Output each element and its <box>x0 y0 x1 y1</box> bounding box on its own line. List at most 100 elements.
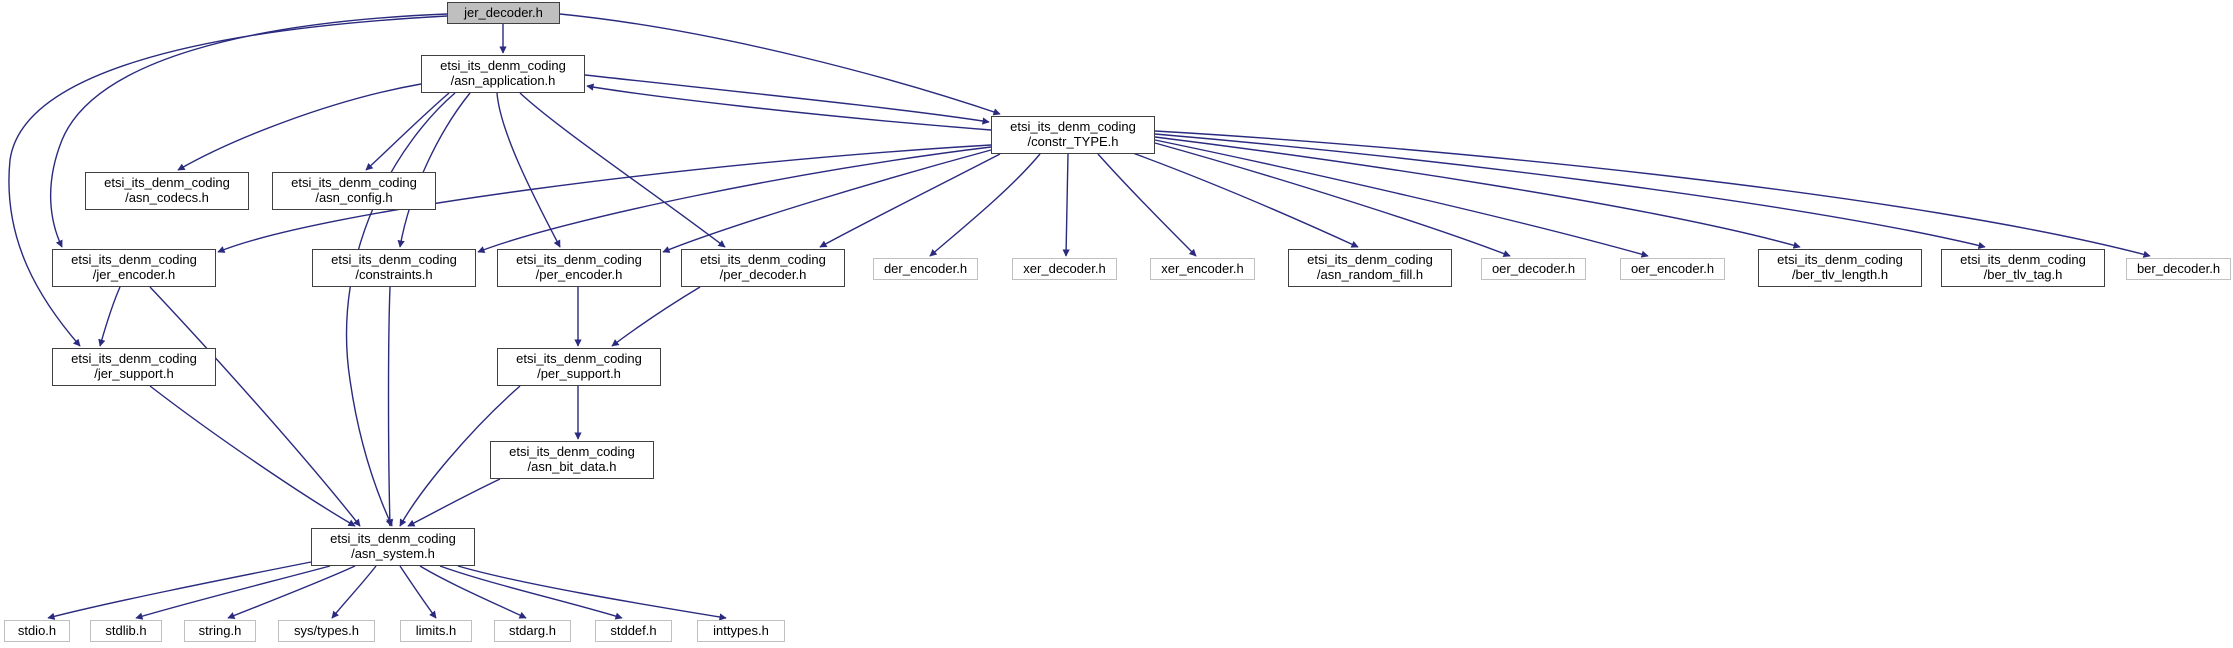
graph-edge <box>399 385 521 527</box>
graph-edge <box>662 149 992 253</box>
graph-node-label: stdarg.h <box>509 622 556 638</box>
graph-node-asn_system[interactable]: etsi_its_denm_coding /asn_system.h <box>311 528 475 566</box>
graph-edge <box>227 565 356 619</box>
graph-node-label: etsi_its_denm_coding /asn_bit_data.h <box>509 444 635 474</box>
graph-edge <box>419 565 527 619</box>
graph-node-label: etsi_its_denm_coding /jer_encoder.h <box>71 252 197 282</box>
graph-node-oer_encoder[interactable]: oer_encoder.h <box>1620 258 1725 280</box>
graph-edge <box>559 13 1001 116</box>
graph-edge <box>457 565 727 621</box>
graph-node-label: inttypes.h <box>713 622 769 638</box>
graph-node-label: etsi_its_denm_coding /constraints.h <box>331 252 457 282</box>
graph-edge <box>399 565 437 619</box>
graph-edge <box>611 286 701 347</box>
graph-edge <box>519 92 726 248</box>
graph-node-label: oer_encoder.h <box>1630 260 1715 276</box>
graph-node-jer_decoder[interactable]: jer_decoder.h <box>447 2 560 24</box>
graph-edge <box>439 565 623 620</box>
graph-node-oer_decoder[interactable]: oer_decoder.h <box>1481 258 1586 280</box>
graph-node-label: jer_decoder.h <box>464 4 543 20</box>
graph-node-limits[interactable]: limits.h <box>400 620 472 642</box>
graph-node-label: etsi_its_denm_coding /ber_tlv_tag.h <box>1960 252 2086 282</box>
graph-node-string[interactable]: string.h <box>184 620 256 642</box>
graph-edge <box>1129 151 1359 248</box>
graph-node-label: etsi_its_denm_coding /per_encoder.h <box>516 252 642 282</box>
graph-node-asn_codecs[interactable]: etsi_its_denm_coding /asn_codecs.h <box>85 172 249 210</box>
graph-node-systypes[interactable]: sys/types.h <box>278 620 375 642</box>
graph-edge <box>407 478 501 527</box>
graph-edge <box>496 92 561 248</box>
graph-node-label: stdlib.h <box>105 622 147 638</box>
graph-edge <box>8 15 448 347</box>
graph-node-label: stdio.h <box>17 622 57 638</box>
graph-node-jer_encoder[interactable]: etsi_its_denm_coding /jer_encoder.h <box>52 249 216 287</box>
graph-node-label: etsi_its_denm_coding /asn_application.h <box>440 58 566 88</box>
graph-edge <box>1154 133 1986 250</box>
graph-edge <box>149 286 361 527</box>
graph-edge <box>386 286 394 527</box>
graph-node-der_encoder[interactable]: der_encoder.h <box>873 258 978 280</box>
graph-node-asn_bit_data[interactable]: etsi_its_denm_coding /asn_bit_data.h <box>490 441 654 479</box>
graph-node-stdarg[interactable]: stdarg.h <box>494 620 571 642</box>
graph-edge <box>47 561 312 620</box>
graph-edge <box>929 153 1041 257</box>
graph-edge <box>1154 136 1801 249</box>
graph-edge <box>331 565 377 619</box>
graph-node-label: etsi_its_denm_coding /per_support.h <box>516 351 642 381</box>
graph-node-label: oer_decoder.h <box>1491 260 1576 276</box>
graph-node-label: sys/types.h <box>293 622 360 638</box>
graph-node-asn_config[interactable]: etsi_its_denm_coding /asn_config.h <box>272 172 436 210</box>
graph-node-label: etsi_its_denm_coding /asn_random_fill.h <box>1307 252 1433 282</box>
graph-node-label: etsi_its_denm_coding /per_decoder.h <box>700 252 826 282</box>
graph-edge <box>345 92 456 527</box>
graph-edge <box>135 565 331 620</box>
graph-edge <box>586 83 992 131</box>
graph-edge <box>1062 153 1070 257</box>
graph-node-label: string.h <box>198 622 242 638</box>
graph-node-per_support[interactable]: etsi_its_denm_coding /per_support.h <box>497 348 661 386</box>
graph-node-label: etsi_its_denm_coding /ber_tlv_length.h <box>1777 252 1903 282</box>
graph-edge <box>1154 139 1649 258</box>
graph-node-constraints[interactable]: etsi_its_denm_coding /constraints.h <box>312 249 476 287</box>
graph-node-constr_TYPE[interactable]: etsi_its_denm_coding /constr_TYPE.h <box>991 116 1155 154</box>
graph-node-label: etsi_its_denm_coding /asn_system.h <box>330 531 456 561</box>
graph-node-label: etsi_its_denm_coding /jer_support.h <box>71 351 197 381</box>
graph-edge <box>1154 142 1511 258</box>
graph-edge <box>49 13 448 248</box>
graph-edge <box>98 286 121 347</box>
graph-node-label: der_encoder.h <box>883 260 968 276</box>
graph-node-label: etsi_its_denm_coding /constr_TYPE.h <box>1010 119 1136 149</box>
graph-node-asn_application[interactable]: etsi_its_denm_coding /asn_application.h <box>421 55 585 93</box>
graph-edge <box>584 74 990 125</box>
graph-edge <box>477 146 992 254</box>
graph-edge <box>365 92 450 171</box>
graph-node-stddef[interactable]: stddef.h <box>595 620 672 642</box>
graph-node-label: limits.h <box>415 622 457 638</box>
graph-node-ber_decoder[interactable]: ber_decoder.h <box>2126 258 2231 280</box>
graph-node-per_decoder[interactable]: etsi_its_denm_coding /per_decoder.h <box>681 249 845 287</box>
graph-node-stdlib[interactable]: stdlib.h <box>90 620 162 642</box>
graph-node-xer_encoder[interactable]: xer_encoder.h <box>1150 258 1255 280</box>
graph-node-jer_support[interactable]: etsi_its_denm_coding /jer_support.h <box>52 348 216 386</box>
graph-edge <box>397 92 471 248</box>
graph-node-xer_decoder[interactable]: xer_decoder.h <box>1012 258 1117 280</box>
graph-node-inttypes[interactable]: inttypes.h <box>697 620 785 642</box>
graph-node-label: etsi_its_denm_coding /asn_codecs.h <box>104 175 230 205</box>
graph-node-label: xer_decoder.h <box>1023 260 1106 276</box>
graph-edge <box>149 385 356 527</box>
graph-edge <box>217 144 992 253</box>
graph-node-asn_random_fill[interactable]: etsi_its_denm_coding /asn_random_fill.h <box>1288 249 1452 287</box>
graph-node-label: etsi_its_denm_coding /asn_config.h <box>291 175 417 205</box>
graph-node-ber_tlv_tag[interactable]: etsi_its_denm_coding /ber_tlv_tag.h <box>1941 249 2105 287</box>
graph-edge <box>177 83 422 171</box>
graph-node-ber_tlv_length[interactable]: etsi_its_denm_coding /ber_tlv_length.h <box>1758 249 1922 287</box>
graph-node-stdio[interactable]: stdio.h <box>4 620 70 642</box>
graph-node-label: xer_encoder.h <box>1161 260 1244 276</box>
graph-node-per_encoder[interactable]: etsi_its_denm_coding /per_encoder.h <box>497 249 661 287</box>
graph-node-label: stddef.h <box>610 622 657 638</box>
graph-edge <box>819 153 1001 248</box>
graph-edge <box>1097 153 1197 257</box>
graph-node-label: ber_decoder.h <box>2136 260 2221 276</box>
